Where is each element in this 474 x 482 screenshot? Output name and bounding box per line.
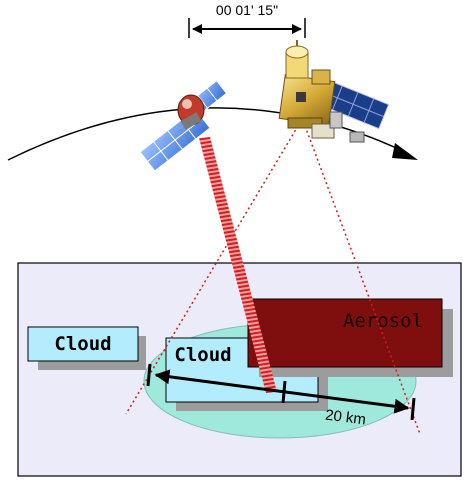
satellite-left-icon: [139, 80, 228, 172]
distance-label: 20 km: [324, 407, 367, 429]
satellite-right-icon: [278, 40, 390, 143]
orbit-arrowhead: [392, 143, 418, 160]
cloud-label-left: Cloud: [54, 333, 111, 355]
view-line-left: [125, 125, 299, 415]
time-offset-label: 00 01' 15": [216, 2, 278, 18]
cloud-box-left: [27, 326, 146, 370]
time-offset-dimension: [188, 18, 306, 38]
distance-dimension: [146, 363, 416, 421]
cloud-label-center: Cloud: [174, 344, 231, 366]
lidar-beam: [199, 137, 277, 393]
aerosol-box: [247, 298, 453, 377]
aerosol-label: Aerosol: [343, 310, 423, 332]
